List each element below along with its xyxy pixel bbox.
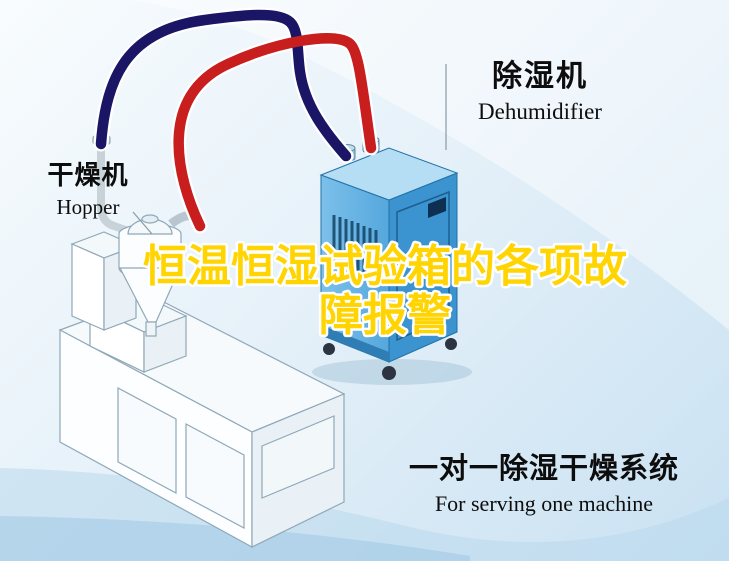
extruder-front-panel-2 xyxy=(185,422,245,530)
hoses xyxy=(93,7,379,234)
system-label: 一对一除湿干燥系统 For serving one machine xyxy=(398,451,690,517)
hopper-label-en: Hopper xyxy=(56,194,120,219)
leader-lines xyxy=(132,64,447,235)
extruder-illustration xyxy=(58,289,346,549)
background-band-corner xyxy=(0,516,470,561)
dehumidifier-wheels xyxy=(323,338,457,380)
dehumidifier-illustration xyxy=(312,136,472,385)
hopper-inlet-pipe xyxy=(97,146,136,237)
dehumidifier-label-en: Dehumidifier xyxy=(478,98,602,124)
extruder-front-panel-1 xyxy=(117,386,177,495)
red-supply-pipe xyxy=(173,33,377,232)
dehumidifier-door-outline xyxy=(396,190,450,342)
hopper-drop-tube xyxy=(145,321,157,337)
extruder-side-panel xyxy=(261,415,335,499)
dehumidifier-vent-grille xyxy=(332,215,378,278)
background-band-top xyxy=(130,0,729,330)
dehumidifier-top-face xyxy=(319,147,459,201)
dehumidifier-label: 除湿机 Dehumidifier xyxy=(450,59,630,125)
blue-return-pipe xyxy=(95,9,352,162)
hopper-label: 干燥机 Hopper xyxy=(34,161,142,219)
dehumidifier-display xyxy=(428,197,446,218)
dehumidifier-label-zh: 除湿机 xyxy=(492,59,588,94)
system-label-en: For serving one machine xyxy=(434,491,654,517)
hopper-leader-line xyxy=(132,211,153,235)
hopper-lid-knob xyxy=(141,214,159,224)
dehumidifier-kick-strip xyxy=(321,325,389,362)
hopper-label-zh: 干燥机 xyxy=(47,161,129,191)
system-label-zh: 一对一除湿干燥系统 xyxy=(408,451,679,485)
hopper-cabinet-front xyxy=(71,243,105,331)
